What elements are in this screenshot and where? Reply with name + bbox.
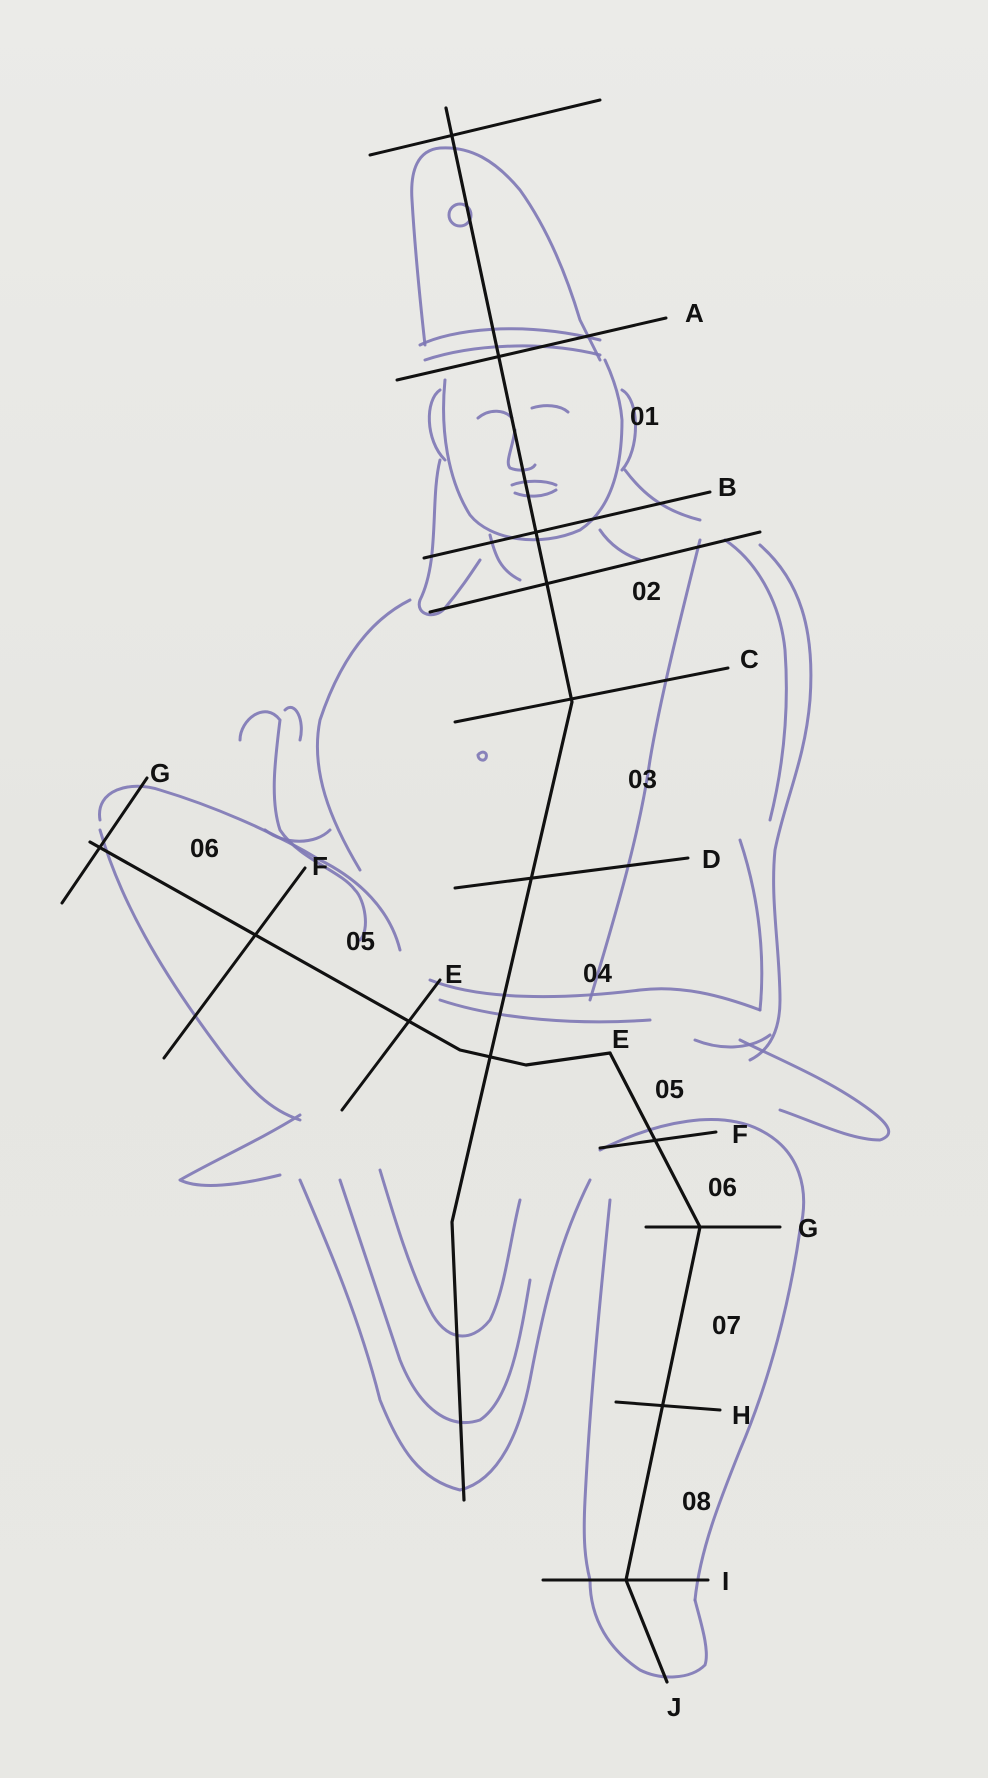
label-e-left: E xyxy=(445,959,462,989)
mouth xyxy=(512,481,556,496)
label-d: D xyxy=(702,844,721,874)
label-h: H xyxy=(732,1400,751,1430)
torso-outline xyxy=(317,545,811,1060)
segment-08: 08 xyxy=(682,1486,711,1516)
segment-05-right: 05 xyxy=(655,1074,684,1104)
segment-06-left: 06 xyxy=(190,833,219,863)
guide-line-e-left xyxy=(342,980,440,1110)
guide-line-h xyxy=(616,1402,720,1410)
left-hand-raised xyxy=(240,707,365,940)
guide-line-d xyxy=(455,858,688,888)
drapery-fold-inner xyxy=(380,1170,520,1336)
label-f-right: F xyxy=(732,1119,748,1149)
label-f-left: F xyxy=(312,851,328,881)
segment-04: 04 xyxy=(583,958,612,988)
right-foot-outline xyxy=(590,1580,706,1677)
label-b: B xyxy=(718,472,737,502)
guide-line-a xyxy=(397,318,666,380)
segment-labels: 01 02 03 04 05 06 07 08 05 06 xyxy=(190,401,741,1516)
guide-lines xyxy=(62,100,780,1682)
guide-line-c xyxy=(455,668,728,722)
segment-01: 01 xyxy=(630,401,659,431)
right-hand-resting xyxy=(740,1040,889,1140)
segment-05-left: 05 xyxy=(346,926,375,956)
label-e-right: E xyxy=(612,1024,629,1054)
segment-02: 02 xyxy=(632,576,661,606)
segment-03: 03 xyxy=(628,764,657,794)
label-a: A xyxy=(685,298,704,328)
drapery-fold-outer xyxy=(300,1180,590,1490)
right-leg-axis xyxy=(610,1053,700,1682)
right-thigh-outline xyxy=(600,1120,804,1230)
guide-line-b xyxy=(424,492,710,558)
eyes xyxy=(478,406,568,418)
guide-line-g-left xyxy=(62,778,147,903)
guide-top-line xyxy=(370,100,600,155)
navel xyxy=(478,752,486,760)
central-axis xyxy=(446,108,572,1500)
label-i: I xyxy=(722,1566,729,1596)
segment-07: 07 xyxy=(712,1310,741,1340)
segment-06-right: 06 xyxy=(708,1172,737,1202)
right-bracelet xyxy=(695,1035,770,1047)
label-g-right: G xyxy=(798,1213,818,1243)
drapery-fold-mid xyxy=(340,1180,530,1423)
label-g-left: G xyxy=(150,758,170,788)
hair-locks xyxy=(419,460,480,615)
label-j: J xyxy=(667,1692,681,1722)
label-c: C xyxy=(740,644,759,674)
